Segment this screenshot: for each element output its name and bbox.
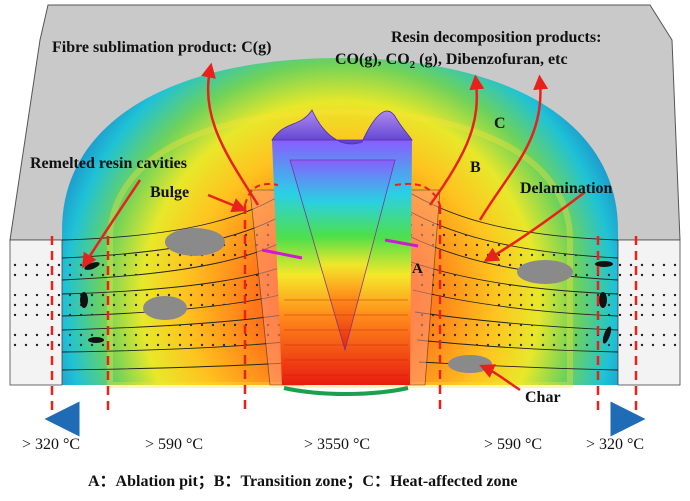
plasma-peak <box>271 109 413 145</box>
arrow-fibre-product <box>201 62 260 206</box>
label-remelted: Remelted resin cavities <box>30 155 187 172</box>
arrow-remelted <box>81 179 142 269</box>
label-bulge: Bulge <box>150 184 190 201</box>
arrow-bulge <box>207 193 247 213</box>
arrow-resin-2 <box>478 74 549 221</box>
temp-mid-left: > 590 °C <box>145 436 204 453</box>
arrow-char <box>479 364 521 392</box>
label-resin-products-1: Resin decomposition products: <box>391 29 602 46</box>
zone-dividers <box>50 205 638 412</box>
arrow-delamination <box>483 191 586 262</box>
laminate-left <box>9 239 63 386</box>
label-char: Char <box>525 389 561 406</box>
label-zone-a: A <box>412 261 423 277</box>
fibre-dots <box>62 210 618 352</box>
transition-marker-left <box>261 248 303 260</box>
label-resin-products-2: CO(g), CO2 (g), Dibenzofuran, etc <box>335 52 568 71</box>
temp-mid-right: > 590 °C <box>484 436 543 453</box>
temp-outer-left: > 320 °C <box>22 436 81 453</box>
bulge-outline-right <box>394 182 441 206</box>
pit-stripes <box>284 299 408 376</box>
resin-text-a: CO(g), CO <box>335 51 410 68</box>
label-zone-b: B <box>470 159 481 176</box>
arrow-resin-1 <box>428 74 485 206</box>
label-zone-c: C <box>494 115 506 132</box>
transition-zone <box>107 108 573 388</box>
resin-text-sub: 2 <box>409 59 416 72</box>
label-delamination: Delamination <box>520 180 613 197</box>
temp-center: > 3550 °C <box>304 436 371 453</box>
figure-caption: A：Ablation pit；B：Transition zone；C：Heat-… <box>88 473 518 490</box>
label-fibre-product: Fibre sublimation product: C(g) <box>52 39 272 56</box>
laminate-right <box>617 239 681 386</box>
resin-text-b: (g), Dibenzofuran, etc <box>415 51 568 68</box>
transition-marker-right <box>384 238 419 248</box>
pit-base <box>283 386 409 396</box>
pit-cone-inner <box>289 159 396 352</box>
temp-outer-right: > 320 °C <box>586 436 645 453</box>
cavities <box>143 228 573 373</box>
